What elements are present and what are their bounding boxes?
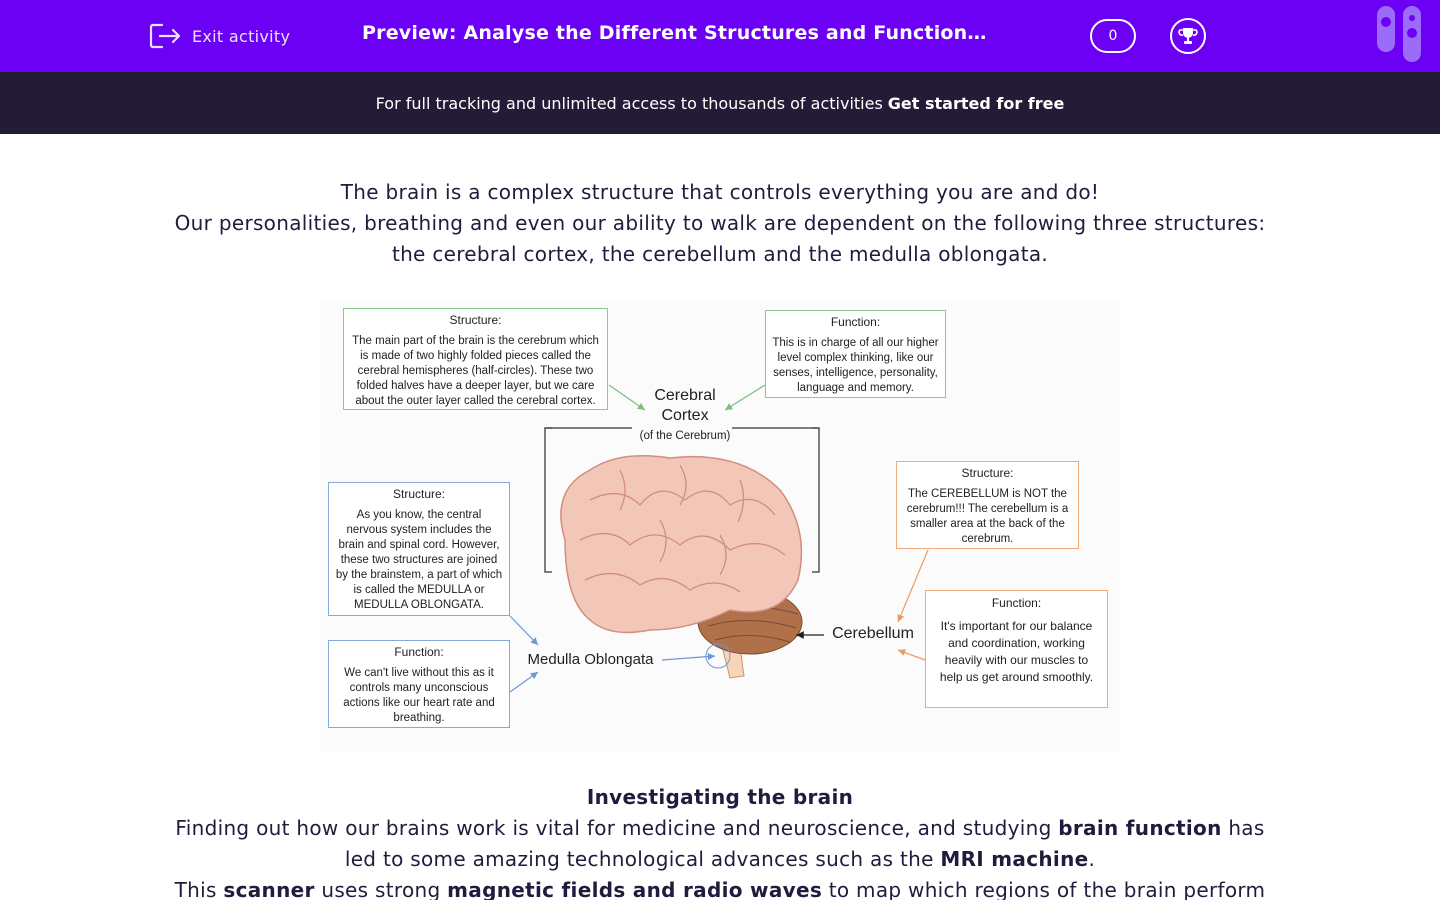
medulla-function-heading: Function: xyxy=(394,645,444,659)
brain-illustration xyxy=(509,384,929,693)
cortex-label: Cerebral Cortex xyxy=(654,387,716,424)
brand-logo-icon xyxy=(1377,6,1421,62)
cortex-sublabel: (of the Cerebrum) xyxy=(639,430,731,442)
cortex-function-text: This is in charge of all our higher leve… xyxy=(772,337,939,394)
cortex-structure-text: The main part of the brain is the cerebr… xyxy=(352,335,599,407)
section-paragraph-2: led to some amazing technological advanc… xyxy=(120,844,1320,875)
p2-text-a: led to some amazing technological advanc… xyxy=(344,847,934,871)
p3-bold-scanner: scanner xyxy=(223,878,315,900)
p2-bold-mri-machine: MRI machine xyxy=(940,847,1089,871)
upgrade-banner: For full tracking and unlimited access t… xyxy=(0,72,1440,134)
section-heading: Investigating the brain xyxy=(586,785,854,809)
cortex-function-heading: Function: xyxy=(830,315,881,329)
banner-text: For full tracking and unlimited access t… xyxy=(375,93,883,113)
intro-line-1: The brain is a complex structure that co… xyxy=(340,180,1100,204)
intro-line-2: Our personalities, breathing and even ou… xyxy=(174,211,1266,235)
p1-text-c: has xyxy=(1228,816,1265,840)
cerebellum-structure-box: Structure: The CEREBELLUM is NOT the cer… xyxy=(896,461,1079,549)
cerebellum-label: Cerebellum xyxy=(832,625,914,642)
trophy-button[interactable] xyxy=(1170,18,1206,54)
cerebellum-function-box: Function: It's important for our balance… xyxy=(925,590,1108,708)
intro-line-3: the cerebral cortex, the cerebellum and … xyxy=(391,242,1049,266)
p3-bold-magnetic-fields: magnetic fields and radio waves xyxy=(447,878,823,900)
p3-text-a: This xyxy=(174,878,217,900)
get-started-link[interactable]: Get started for free xyxy=(887,93,1065,113)
top-bar: Exit activity Preview: Analyse the Diffe… xyxy=(0,0,1440,72)
p2-text-c: . xyxy=(1088,847,1096,871)
medulla-function-box: Function: We can't live without this as … xyxy=(328,640,510,728)
p3-text-c: uses strong xyxy=(321,878,441,900)
medulla-structure-box: Structure: As you know, the central nerv… xyxy=(328,482,510,616)
exit-activity-button[interactable]: Exit activity xyxy=(148,20,290,52)
exit-activity-label: Exit activity xyxy=(192,26,291,46)
medulla-label: Medulla Oblongata xyxy=(527,651,654,668)
cerebellum-structure-text: The CEREBELLUM is NOT the cerebrum!!! Th… xyxy=(906,488,1069,545)
trophy-icon xyxy=(1178,28,1198,44)
cortex-function-box: Function: This is in charge of all our h… xyxy=(765,310,946,398)
p1-bold-brain-function: brain function xyxy=(1058,816,1222,840)
section-paragraph-1: Finding out how our brains work is vital… xyxy=(120,813,1320,844)
medulla-function-text: We can't live without this as it control… xyxy=(343,667,495,724)
cerebellum-function-text: It's important for our balance and coord… xyxy=(939,619,1094,684)
p1-text-a: Finding out how our brains work is vital… xyxy=(175,816,1052,840)
cerebellum-function-heading: Function: xyxy=(991,596,1042,610)
medulla-structure-heading: Structure: xyxy=(392,487,446,501)
score-counter: 0 xyxy=(1090,19,1136,53)
exit-icon xyxy=(149,23,181,49)
intro-text: The brain is a complex structure that co… xyxy=(120,177,1320,270)
cerebellum-structure-heading: Structure: xyxy=(961,466,1014,480)
section-paragraph-3: This scanner uses strong magnetic fields… xyxy=(120,875,1320,900)
p3-text-e: to map which regions of the brain perfor… xyxy=(828,878,1266,900)
medulla-structure-text: As you know, the central nervous system … xyxy=(335,509,503,611)
cortex-structure-heading: Structure: xyxy=(449,313,502,327)
investigating-section: Investigating the brain Finding out how … xyxy=(120,782,1320,900)
brain-diagram: Structure: The main part of the brain is… xyxy=(320,300,1120,752)
cortex-structure-box: Structure: The main part of the brain is… xyxy=(343,308,608,410)
page-title: Preview: Analyse the Different Structure… xyxy=(362,22,992,44)
